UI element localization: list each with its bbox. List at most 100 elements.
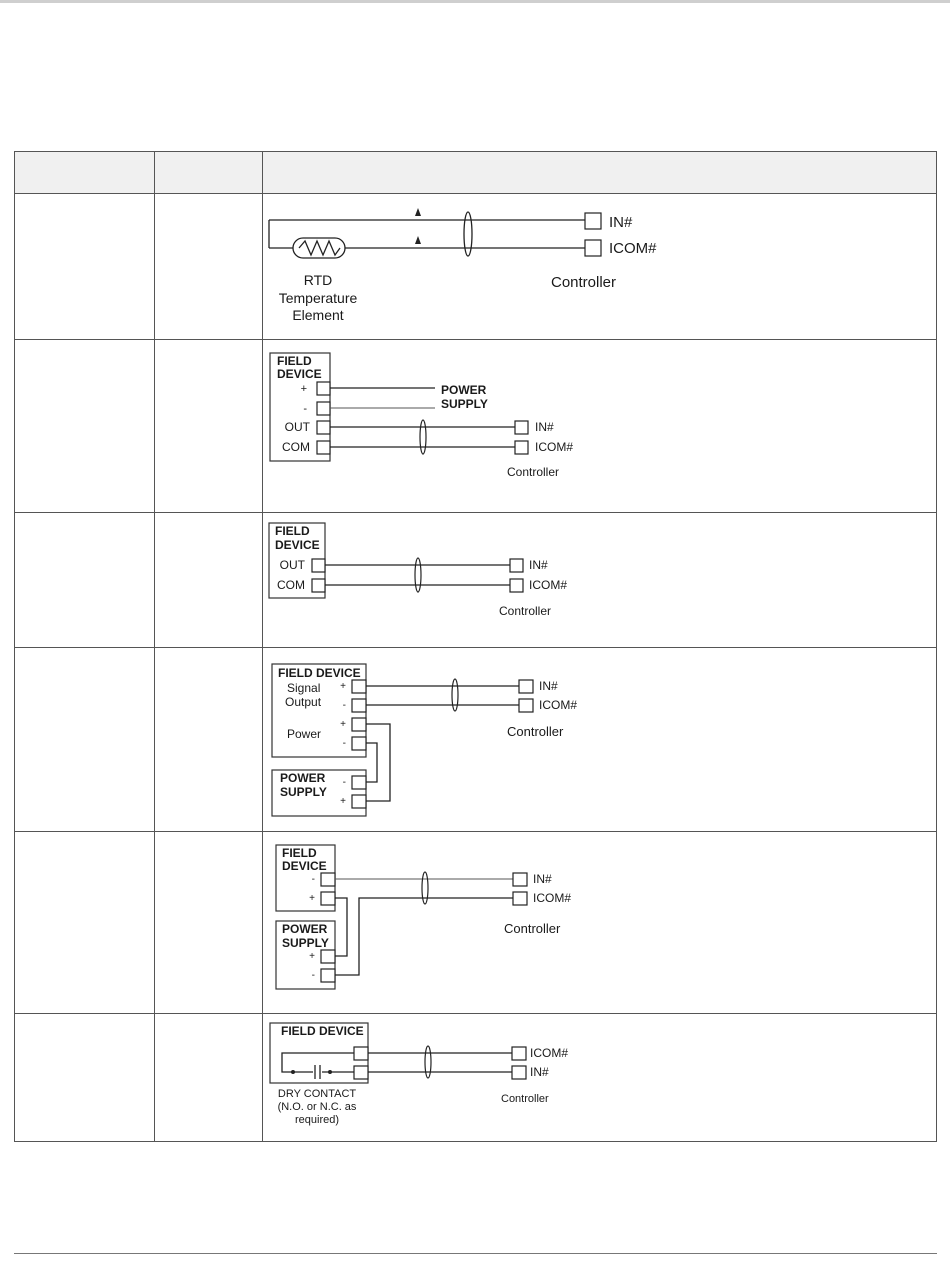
wiring-table: IN# ICOM# RTD Temperature Element Contro… [13, 151, 937, 1142]
wire-device-plus [335, 897, 348, 957]
supply-label-line2: SUPPLY [282, 936, 329, 950]
terminal-in [511, 1065, 527, 1080]
supply-pin-label-plus: + [309, 951, 315, 962]
pin-label-out: OUT [280, 558, 306, 572]
signal-power-diagram: FIELD DEVICE Signal Output Power + - + - [271, 663, 578, 817]
field-device-box [271, 663, 367, 758]
cell-col-b [154, 512, 264, 648]
device-label-line2: DEVICE [277, 367, 322, 381]
cell-col-a [13, 647, 156, 832]
pin-com [316, 440, 331, 455]
shield-ellipse-icon [424, 1045, 432, 1079]
power-pin-plus [351, 717, 367, 732]
header-cell-3 [262, 151, 937, 194]
wire-marker-icon [415, 236, 422, 244]
rtd-label-line3: Element [293, 307, 344, 323]
pin-top [353, 1046, 369, 1061]
cell-col-b [154, 647, 264, 832]
shield-ellipse-icon [419, 419, 427, 455]
terminal-icom [584, 239, 602, 257]
terminal-label-in: IN# [533, 872, 552, 886]
device-pin-minus [320, 872, 336, 887]
terminal-label-icom: ICOM# [539, 698, 577, 712]
supply-pin-label-plus: + [340, 796, 346, 807]
terminal-label-in: IN# [539, 679, 558, 693]
signal-pin-label-minus: - [343, 700, 346, 711]
pin-plus [316, 381, 331, 396]
device-label: FIELD DEVICE [281, 1024, 364, 1038]
contact-dot-icon [291, 1070, 296, 1074]
cell-col-a [13, 193, 156, 340]
signal-label-line2: Output [285, 695, 322, 709]
supply-label-line2: SUPPLY [280, 785, 327, 799]
diagram-cell: FIELD DEVICE OUT COM IN# ICOM# Controlle… [262, 512, 937, 648]
terminal-label-in: IN# [609, 214, 633, 231]
cell-col-a [13, 831, 156, 1014]
supply-pin-label-minus: - [343, 777, 346, 788]
diagram-cell: IN# ICOM# RTD Temperature Element Contro… [262, 193, 937, 340]
rtd-wiring-diagram: IN# ICOM# RTD Temperature Element Contro… [268, 208, 657, 323]
cell-col-b [154, 1013, 264, 1142]
supply-pin-plus [320, 949, 336, 964]
terminal-in [509, 558, 524, 573]
field-device-supply-diagram: FIELD DEVICE + - OUT COM POWER SUPPLY [269, 352, 574, 479]
pin-minus [316, 401, 331, 416]
supply-pin-plus [351, 794, 367, 809]
signal-label-line1: Signal [287, 681, 320, 695]
pin-out [316, 420, 331, 435]
terminal-in [514, 420, 529, 435]
terminal-in [512, 872, 528, 887]
table-header-row [13, 151, 937, 194]
device-pin-label-minus: - [312, 874, 315, 885]
terminal-icom [514, 440, 529, 455]
diagram-cell: FIELD DEVICE - + POWER SUPPLY + - [262, 831, 937, 1014]
contact-label-line2: (N.O. or N.C. as [278, 1101, 357, 1113]
device-label-line1: FIELD [275, 524, 310, 538]
cell-col-a [13, 1013, 156, 1142]
diagram-cell: FIELD DEVICE + - OUT COM POWER SUPPLY [262, 339, 937, 513]
rtd-label-line2: Temperature [279, 290, 358, 306]
diagram-cell: FIELD DEVICE ICOM# IN# [262, 1013, 937, 1142]
terminal-icom [518, 698, 534, 713]
power-supply-box [271, 769, 367, 817]
power-pin-minus [351, 736, 367, 751]
terminal-label-icom: ICOM# [530, 1046, 568, 1060]
pin-label-com: COM [277, 578, 305, 592]
terminal-label-icom: ICOM# [609, 240, 657, 257]
header-cell-2 [154, 151, 264, 194]
signal-pin-plus [351, 679, 367, 694]
table-row: FIELD DEVICE + - OUT COM POWER SUPPLY [13, 339, 937, 513]
supply-pin-minus [320, 968, 336, 983]
page-footer-rule [14, 1253, 937, 1254]
wire-power-plus [366, 723, 391, 802]
field-device-out-com-diagram: FIELD DEVICE OUT COM IN# ICOM# Controlle… [268, 522, 568, 618]
device-label-line1: FIELD [277, 354, 312, 368]
controller-label: Controller [507, 724, 564, 739]
terminal-label-in: IN# [535, 420, 554, 434]
cell-col-b [154, 339, 264, 513]
rtd-element-icon [292, 237, 346, 259]
cell-col-b [154, 831, 264, 1014]
table-row: IN# ICOM# RTD Temperature Element Contro… [13, 193, 937, 340]
table-row: FIELD DEVICE Signal Output Power + - + - [13, 647, 937, 832]
pin-label-minus: - [304, 403, 308, 415]
device-pin-plus [320, 891, 336, 906]
controller-label: Controller [501, 1093, 549, 1105]
pin-out [311, 558, 326, 573]
supply-label-line1: POWER [441, 383, 487, 397]
controller-label: Controller [551, 274, 616, 291]
supply-label-line2: SUPPLY [441, 397, 488, 411]
supply-pin-label-minus: - [312, 970, 315, 981]
dry-contact-diagram: FIELD DEVICE ICOM# IN# [269, 1022, 569, 1126]
supply-label-line1: POWER [280, 771, 326, 785]
terminal-icom [511, 1046, 527, 1061]
resistor-zigzag-icon [298, 239, 341, 257]
loop-powered-diagram: FIELD DEVICE - + POWER SUPPLY + - [275, 844, 572, 990]
device-pin-label-plus: + [309, 893, 315, 904]
pin-com [311, 578, 326, 593]
shield-ellipse-icon [451, 678, 459, 712]
pin-label-plus: + [301, 383, 307, 395]
diagram-cell: FIELD DEVICE Signal Output Power + - + - [262, 647, 937, 832]
contact-label-line3: required) [295, 1114, 339, 1126]
pin-label-com: COM [282, 440, 310, 454]
